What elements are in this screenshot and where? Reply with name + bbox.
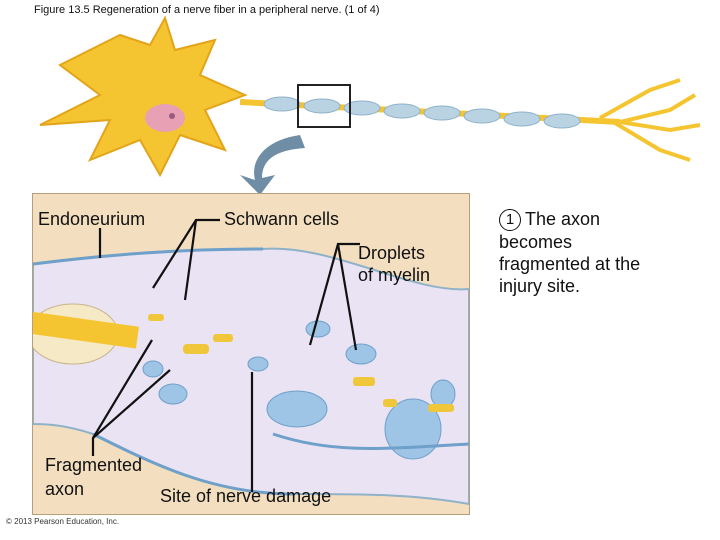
figure-title: Figure 13.5 Regeneration of a nerve fibe… (34, 4, 380, 16)
label-fragmented-line2: axon (45, 479, 85, 499)
neuron-illustration (39, 15, 701, 195)
neuron-cell-body (39, 15, 248, 178)
leader-schwann-2 (183, 219, 198, 301)
step-number-badge: 1 (499, 209, 521, 231)
leader-fragmented-2 (92, 369, 171, 439)
axon-fragments (148, 314, 454, 412)
intact-axon (33, 303, 139, 365)
myelin-sheath (263, 96, 581, 129)
leader-fragmented (91, 339, 153, 456)
label-droplets-line1: Droplets (358, 243, 426, 263)
leader-schwann (152, 218, 220, 289)
axon-terminals (599, 78, 701, 162)
zoom-arrow (240, 135, 305, 195)
myelin-droplets (142, 320, 456, 460)
leader-droplets-2 (336, 243, 358, 351)
step-text: The axon becomes fragmented at the injur… (499, 209, 641, 296)
label-droplets-line2: of myelin (358, 265, 431, 285)
label-schwann-cells: Schwann cells (224, 209, 340, 229)
label-site-of-damage: Site of nerve damage (160, 486, 332, 506)
zoom-box (297, 84, 351, 128)
copyright-notice: © 2013 Pearson Education, Inc. (6, 517, 120, 526)
schwann-cell-outlines (33, 247, 469, 496)
label-fragmented-line1: Fragmented (45, 455, 143, 475)
label-endoneurium: Endoneurium (38, 209, 146, 229)
